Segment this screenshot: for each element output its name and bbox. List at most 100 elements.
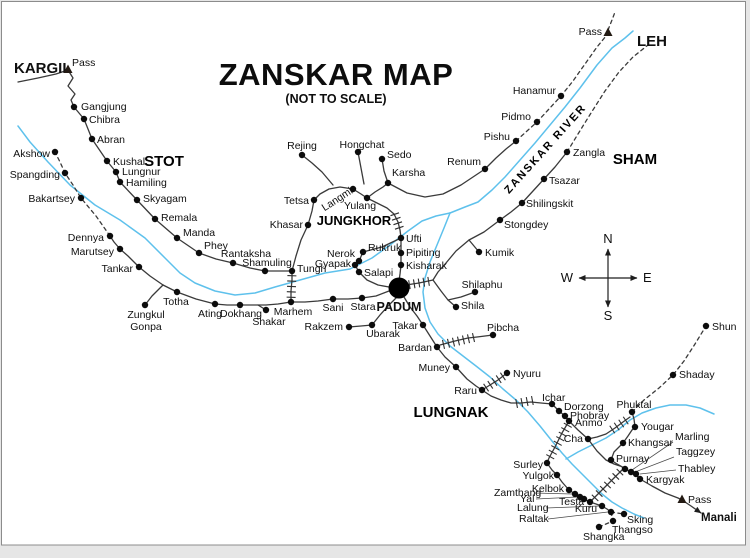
town-tsazar-label: Tsazar <box>549 175 580 187</box>
region-label-stot: STOT <box>144 153 184 170</box>
town-manali-label: Manali <box>701 512 737 524</box>
town-khangsar-dot <box>619 439 627 447</box>
town-kumik-dot <box>475 248 483 256</box>
town-rakzem-dot <box>345 323 353 331</box>
compass-label-s: S <box>604 308 613 323</box>
road <box>17 69 69 83</box>
town-hongchat-dot <box>354 148 362 156</box>
bridge-rung <box>599 485 607 493</box>
town-ubarak-dot <box>368 321 376 329</box>
bridge-rung <box>616 468 624 476</box>
town-takar-dot <box>419 321 427 329</box>
town-bakartsey-dot <box>77 194 85 202</box>
bridge-rung <box>466 334 471 344</box>
town-sedo-label: Sedo <box>387 149 412 161</box>
town-bardan-label: Bardan <box>398 342 432 354</box>
town-zamthang-dot <box>571 490 579 498</box>
town-kuru-dot <box>586 498 594 506</box>
river-path <box>449 30 634 214</box>
town-ating-dot <box>211 300 219 308</box>
town-tungri-label: Tungri <box>297 263 326 275</box>
town-pidmo-label: Pidmo <box>501 111 531 123</box>
bridge-rung <box>553 440 562 446</box>
leader-line <box>533 492 573 495</box>
town-testa-label: Testa <box>559 496 584 508</box>
town-kelbok-dot <box>565 486 573 494</box>
bridge-rung <box>546 454 555 460</box>
town-zungkul-dot <box>141 301 149 309</box>
town-thangso-label: Thangso <box>612 524 653 536</box>
town-kushal-label: Kushal <box>113 156 145 168</box>
town-yal-label: Yal <box>520 493 534 505</box>
town-tankar-dot <box>135 263 143 271</box>
town-dokhang-label: Dokhang <box>220 308 262 320</box>
town-chibra-dot <box>80 115 88 123</box>
town-sking-dot <box>620 510 628 518</box>
trail <box>631 325 707 413</box>
compass-label-n: N <box>603 231 612 246</box>
town-khasar-label: Khasar <box>270 219 304 231</box>
town-shila-dot <box>452 303 460 311</box>
town-ubarak-label: Ubarak <box>366 328 401 340</box>
trail <box>566 44 649 153</box>
bridge-rung <box>520 397 524 408</box>
town-zangla-dot <box>563 148 571 156</box>
town-totha-label: Totha <box>163 296 189 308</box>
town-shilaphu-label: Shilaphu <box>462 279 503 291</box>
town-rantaksha-label: Rantaksha <box>221 248 271 260</box>
town-hanamur-label: Hanamur <box>513 85 557 97</box>
town-marhem-label: Marhem <box>274 306 313 318</box>
town-khangsar-label: Khangsar <box>628 437 673 449</box>
town-lalung-dot <box>598 502 606 510</box>
road <box>348 297 397 328</box>
town-gyapak-dot <box>351 261 359 269</box>
town-shamuling-dot <box>261 267 269 275</box>
town-phey-dot <box>195 249 203 257</box>
town-kargil-label: KARGIL <box>14 60 72 77</box>
road <box>439 334 494 346</box>
town-cha-label: Cha <box>564 433 583 445</box>
town-dokhang-dot <box>236 301 244 309</box>
town-yougar-dot <box>631 423 639 431</box>
town-ichar-label: Ichar <box>542 392 566 404</box>
town-sani-dot <box>329 295 337 303</box>
town-ufti-label: Ufti <box>406 233 422 245</box>
town-shangka-dot <box>595 523 603 531</box>
town-cha-dot <box>584 435 592 443</box>
road <box>432 279 457 308</box>
town-langmi-dot <box>349 185 357 193</box>
town-taggzey-label: Taggzey <box>676 446 716 458</box>
town-dennya-dot <box>106 232 114 240</box>
road <box>381 158 389 184</box>
town-yougar-label: Yougar <box>641 421 674 433</box>
town-kargyak-dot <box>636 475 644 483</box>
town-raru-label: Raru <box>454 385 477 397</box>
town-shilingskit-label: Shilingskit <box>526 198 573 210</box>
road <box>447 291 476 301</box>
town-leh-label: LEH <box>637 33 667 50</box>
pass-triangle-icon <box>603 27 613 36</box>
town-takar-label: Takar <box>392 320 418 332</box>
town-pishu-label: Pishu <box>484 131 510 143</box>
town-renum-dot <box>481 165 489 173</box>
town-ufti-dot <box>397 234 405 242</box>
town-gangjung-label: Gangjung <box>81 101 127 113</box>
bridge-rung <box>394 225 404 230</box>
town-shilingskit-dot <box>518 199 526 207</box>
padum-dot <box>388 277 410 299</box>
road <box>387 168 486 198</box>
leader-line <box>639 469 677 475</box>
bridge-rung <box>595 490 603 498</box>
town-hongchat-label: Hongchat <box>340 139 385 151</box>
town-sking-label: Sking <box>627 514 653 526</box>
compass-label-w: W <box>561 270 574 285</box>
pass-triangle-icon <box>63 64 73 73</box>
bridge-rung <box>603 481 612 489</box>
town-zungkul-label-2: Gonpa <box>130 321 162 333</box>
town-nyuru-label: Nyuru <box>513 368 541 380</box>
town-ichar-dot <box>548 400 556 408</box>
town-shun-dot <box>702 322 710 330</box>
town-shun-label: Shun <box>712 321 737 333</box>
town-shakar-dot <box>262 306 270 314</box>
bridge-rung <box>530 395 534 406</box>
